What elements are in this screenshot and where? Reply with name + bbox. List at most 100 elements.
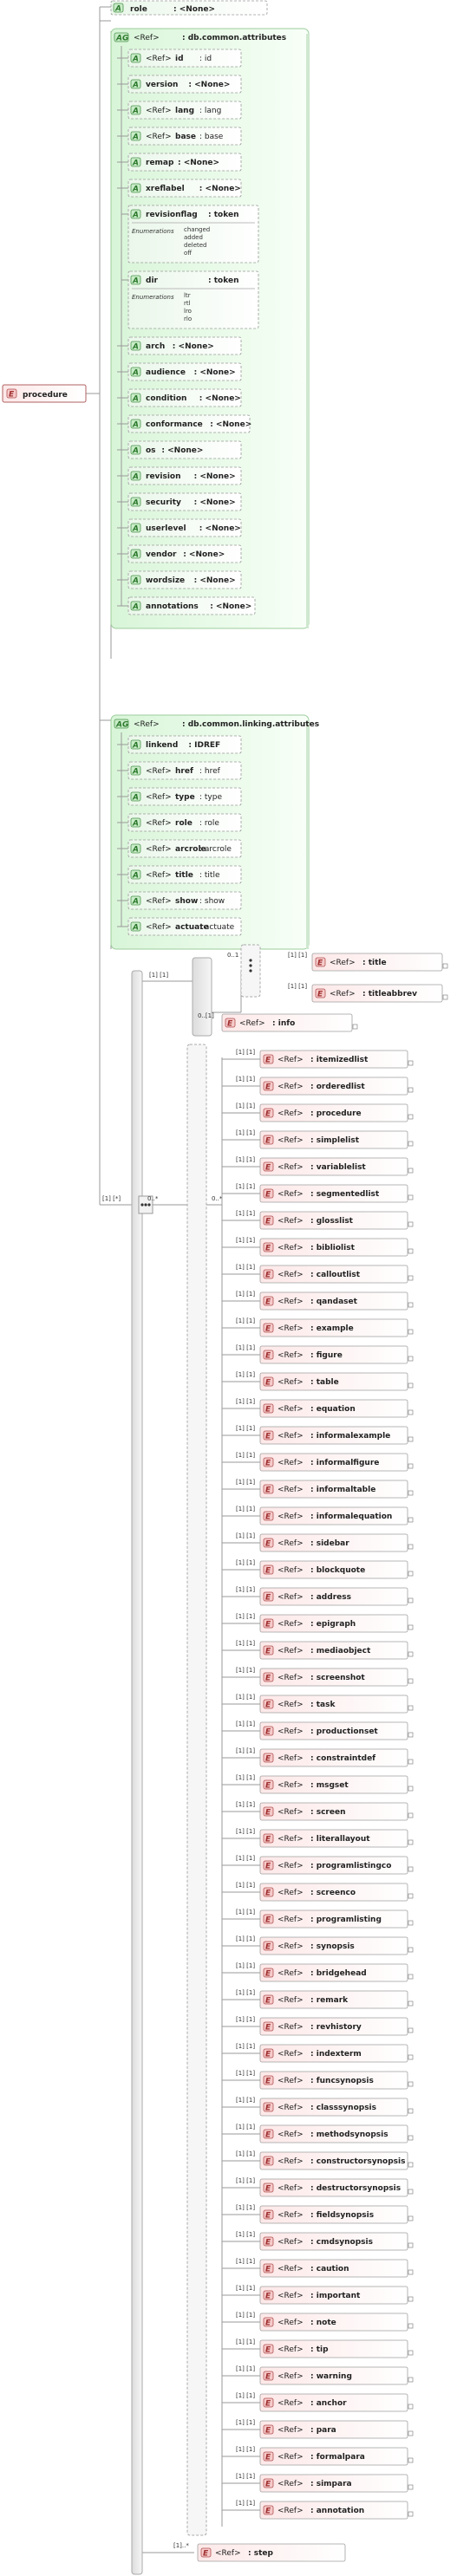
element-titleabbrev[interactable]: [1] [1]E<Ref>: titleabbrev <box>288 983 448 1003</box>
element-box[interactable] <box>259 2393 408 2412</box>
expand-icon[interactable] <box>408 1544 414 1550</box>
expand-icon[interactable] <box>408 2000 414 2007</box>
attribute-box[interactable] <box>127 270 259 329</box>
element-box[interactable] <box>259 1721 408 1740</box>
element-fieldsynopsis[interactable]: [1] [1]E<Ref>: fieldsynopsis <box>236 2204 414 2224</box>
element-box[interactable] <box>259 1587 408 1606</box>
expand-icon[interactable] <box>408 1302 414 1308</box>
attribute-box[interactable] <box>127 492 242 511</box>
element-synopsis[interactable]: [1] [1]E<Ref>: synopsis <box>236 1935 414 1955</box>
element-box[interactable] <box>259 2313 408 2332</box>
element-equation[interactable]: [1] [1]E<Ref>: equation <box>236 1398 414 1418</box>
element-box[interactable] <box>259 1184 408 1203</box>
expand-icon[interactable] <box>352 1024 358 1030</box>
expand-icon[interactable] <box>408 2027 414 2033</box>
element-sidebar[interactable]: [1] [1]E<Ref>: sidebar <box>236 1532 414 1552</box>
element-box[interactable] <box>259 1345 408 1364</box>
element-simplelist[interactable]: [1] [1]E<Ref>: simplelist <box>236 1129 414 1149</box>
element-box[interactable] <box>259 1426 408 1445</box>
element-box[interactable] <box>221 1013 353 1032</box>
expand-icon[interactable] <box>408 1194 414 1200</box>
element-simpara[interactable]: [1] [1]E<Ref>: simpara <box>236 2473 414 2493</box>
element-caution[interactable]: [1] [1]E<Ref>: caution <box>236 2258 414 2278</box>
expand-icon[interactable] <box>442 994 448 1000</box>
element-segmentedlist[interactable]: [1] [1]E<Ref>: segmentedlist <box>236 1183 414 1203</box>
expand-icon[interactable] <box>408 1920 414 1926</box>
element-remark[interactable]: [1] [1]E<Ref>: remark <box>236 1989 414 2009</box>
expand-icon[interactable] <box>408 2511 414 2517</box>
expand-icon[interactable] <box>408 2135 414 2141</box>
element-box[interactable] <box>259 2420 408 2439</box>
attribute-box[interactable] <box>127 761 242 780</box>
element-address[interactable]: [1] [1]E<Ref>: address <box>236 1586 414 1606</box>
expand-icon[interactable] <box>408 1356 414 1362</box>
expand-icon[interactable] <box>408 2269 414 2275</box>
element-box[interactable] <box>259 2151 408 2170</box>
attribute-box[interactable] <box>127 336 242 355</box>
attribute-box[interactable] <box>127 101 242 120</box>
expand-icon[interactable] <box>408 1678 414 1684</box>
expand-icon[interactable] <box>408 1893 414 1899</box>
attribute-box[interactable] <box>127 518 242 537</box>
expand-icon[interactable] <box>408 1490 414 1496</box>
element-box[interactable] <box>259 1695 408 1714</box>
expand-icon[interactable] <box>408 2404 414 2410</box>
expand-icon[interactable] <box>408 2296 414 2302</box>
expand-icon[interactable] <box>408 1409 414 1415</box>
expand-icon[interactable] <box>408 2242 414 2248</box>
attribute-box[interactable] <box>127 891 242 910</box>
attribute-box[interactable] <box>127 75 242 94</box>
element-box[interactable] <box>259 1829 408 1848</box>
element-bibliolist[interactable]: [1] [1]E<Ref>: bibliolist <box>236 1237 414 1257</box>
element-box[interactable] <box>259 1990 408 2009</box>
attribute-box[interactable] <box>127 179 242 198</box>
expand-icon[interactable] <box>408 2215 414 2221</box>
attribute-base[interactable]: A<Ref>base: base <box>127 127 242 146</box>
element-variablelist[interactable]: [1] [1]E<Ref>: variablelist <box>236 1156 414 1176</box>
expand-icon[interactable] <box>408 2108 414 2114</box>
expand-icon[interactable] <box>408 1597 414 1603</box>
expand-icon[interactable] <box>408 1759 414 1765</box>
element-step[interactable]: [1]..*E<Ref>: step <box>173 2542 346 2562</box>
expand-icon[interactable] <box>408 1947 414 1953</box>
expand-icon[interactable] <box>408 1463 414 1469</box>
attribute-box[interactable] <box>127 414 251 433</box>
element-box[interactable] <box>259 1883 408 1902</box>
element-epigraph[interactable]: [1] [1]E<Ref>: epigraph <box>236 1613 414 1633</box>
attribute-box[interactable] <box>127 544 242 563</box>
element-methodsynopsis[interactable]: [1] [1]E<Ref>: methodsynopsis <box>236 2124 414 2143</box>
attribute-box[interactable] <box>127 153 242 172</box>
attribute-arcrole[interactable]: A<Ref>arcrole: arcrole <box>127 839 242 858</box>
element-box[interactable] <box>259 2205 408 2224</box>
header-sequence[interactable]: [1] [1]0..1 <box>149 944 261 1037</box>
attribute-box[interactable] <box>127 440 242 459</box>
expand-icon[interactable] <box>408 2054 414 2060</box>
expand-icon[interactable] <box>408 2350 414 2356</box>
attribute-lang[interactable]: A<Ref>lang: lang <box>127 101 242 120</box>
expand-icon[interactable] <box>408 1329 414 1335</box>
attribute-id[interactable]: A<Ref>id: id <box>127 49 242 68</box>
element-box[interactable] <box>259 2286 408 2305</box>
element-informalexample[interactable]: [1] [1]E<Ref>: informalexample <box>236 1425 414 1445</box>
element-box[interactable] <box>259 1077 408 1096</box>
element-informaltable[interactable]: [1] [1]E<Ref>: informaltable <box>236 1479 414 1499</box>
element-important[interactable]: [1] [1]E<Ref>: important <box>236 2285 414 2305</box>
expand-icon[interactable] <box>408 1866 414 1872</box>
expand-icon[interactable] <box>408 1114 414 1120</box>
element-annotation[interactable]: [1] [1]E<Ref>: annotation <box>236 2500 414 2520</box>
element-cmdsynopsis[interactable]: [1] [1]E<Ref>: cmdsynopsis <box>236 2231 414 2251</box>
expand-icon[interactable] <box>408 1812 414 1818</box>
expand-icon[interactable] <box>408 1275 414 1281</box>
element-box[interactable] <box>259 1050 408 1069</box>
